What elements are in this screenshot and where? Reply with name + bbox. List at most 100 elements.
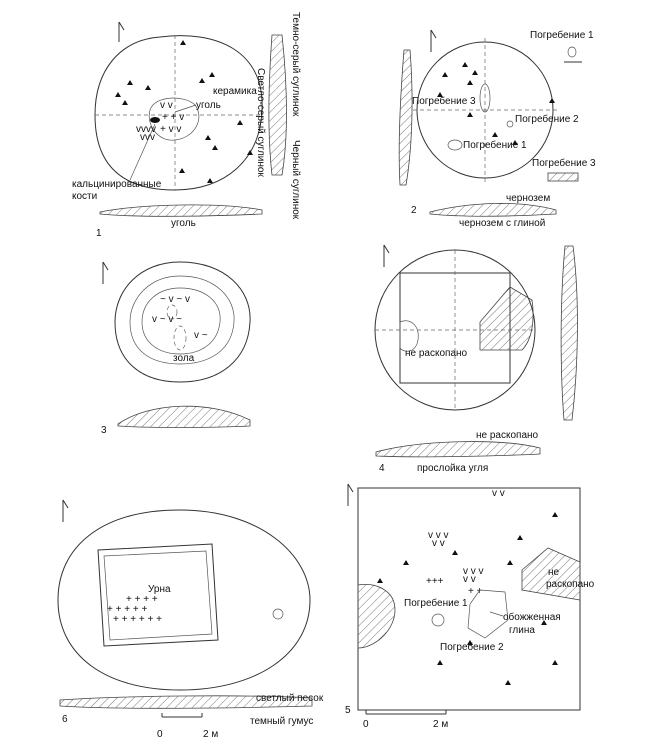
section-4	[375, 441, 541, 458]
figure-2: Погребение 1 Погребение 3 Погребение 2 П…	[398, 29, 596, 229]
bone-marks-2: + + + + + +	[113, 614, 162, 625]
burial-1-pit	[447, 139, 463, 151]
label-burial-1: Погребение 1	[404, 597, 468, 609]
label-dark-gray-loam: Темно-серый суглинок	[290, 12, 301, 117]
label-coal-section: уголь	[171, 218, 196, 229]
pit-outline	[148, 97, 200, 141]
scale-length: 2 м	[203, 729, 218, 740]
ash-marks: v v	[492, 488, 505, 499]
pit-marks: v v	[160, 100, 173, 111]
ceramics-markers	[115, 40, 253, 183]
north-arrow-icon	[102, 261, 109, 284]
unexcavated-right	[521, 547, 581, 601]
north-arrow-icon	[383, 244, 390, 267]
label-not-excavated-2: раскопано	[546, 579, 595, 590]
label-burnt-clay-1: обожженная	[503, 611, 561, 623]
vertical-section-2	[398, 49, 413, 186]
scale-zero: 0	[157, 729, 163, 740]
mound-outline	[114, 261, 251, 383]
north-arrow-icon	[430, 29, 437, 52]
burnt-clay-area	[467, 589, 509, 639]
label-not-excavated-section: не раскопано	[476, 430, 539, 441]
burial-3-section	[547, 172, 579, 182]
label-burial-3-right: Погребение 3	[532, 157, 596, 169]
ceramics-markers	[437, 62, 555, 145]
label-chernozem: чернозем	[506, 193, 550, 204]
label-coal-plan: уголь	[196, 100, 221, 111]
label-calcined-bones-1: кальцинированные	[72, 179, 162, 190]
figure-number-5: 5	[345, 705, 351, 716]
label-dark-humus: темный гумус	[250, 716, 313, 727]
ash-marks-2: v v v	[428, 530, 449, 541]
burial-3-pit	[479, 83, 491, 113]
ash-marks-3: v ~	[194, 330, 208, 341]
figure-3: ~ v ~ v v ~ v ~ v ~ зола 3	[101, 261, 251, 436]
calcined-bones-cluster	[150, 117, 160, 123]
small-pit	[272, 608, 284, 620]
pit-marks-2: + + v	[162, 112, 184, 123]
label-chernozem-clay: чернозем с глиной	[459, 218, 545, 229]
scale-bar: 0 2 м	[363, 710, 448, 730]
label-ash: зола	[173, 353, 195, 364]
mound-outline	[57, 509, 311, 691]
unexcavated-left	[399, 320, 419, 352]
ash-marks-4: v v v	[463, 566, 484, 577]
burial-1-detail	[567, 46, 577, 58]
scale-bar: 0 2 м	[157, 713, 218, 740]
label-not-excavated-plan: не раскопано	[405, 348, 468, 359]
ash-marks-5: v v	[463, 574, 476, 585]
label-urn: Урна	[148, 584, 171, 595]
label-ceramics: керамика	[213, 86, 257, 97]
label-burial-3: Погребение 3	[412, 95, 476, 107]
label-burnt-clay-2: глина	[509, 625, 535, 636]
north-arrow-icon	[118, 21, 125, 42]
label-burial-1-top: Погребение 1	[530, 29, 594, 41]
inner-pit	[166, 304, 178, 320]
bone-marks: +++	[426, 576, 444, 587]
bone-marks-3: + + + +	[126, 594, 158, 605]
vertical-section-1	[268, 34, 287, 176]
label-light-gray-loam: Светло-серый суглинок	[255, 68, 266, 177]
excavation-frame-inner	[103, 550, 213, 641]
label-light-sand: светлый песок	[256, 693, 324, 704]
ceramics-markers	[377, 512, 558, 685]
label-black-loam: Черный суглинок	[290, 140, 301, 220]
ash-marks: vvvv	[136, 124, 156, 135]
section-1	[99, 204, 263, 217]
label-coal-layer: прослойка угля	[417, 463, 488, 474]
burial-2-pit	[506, 120, 514, 128]
figure-5: не раскопано v v v v v v v v v v v v +++…	[345, 483, 595, 730]
bone-marks-2: + +	[468, 586, 483, 597]
scale-length: 2 м	[433, 719, 448, 730]
section-3	[117, 405, 251, 428]
section-2	[429, 203, 557, 217]
label-burial-2: Погребение 2	[440, 641, 504, 653]
ash-marks-2: vvv	[140, 132, 155, 143]
label-not-excavated-1: не	[548, 567, 560, 578]
vertical-section-4	[560, 245, 578, 421]
figure-number-6: 6	[62, 714, 68, 725]
scale-zero: 0	[363, 719, 369, 730]
pit-marks-3: + v v	[160, 124, 181, 135]
figure-6: + + + + + + + + + + + + + + + Урна светл…	[57, 499, 324, 740]
label-burial-1-mid: Погребение 1	[463, 139, 527, 151]
burial-1-pit	[431, 613, 445, 627]
figure-1: vvvv vvv v v + + v + v v керамика уголь …	[72, 12, 301, 239]
unexcavated-right	[479, 286, 534, 351]
label-burial-2: Погребение 2	[515, 113, 579, 125]
figure-4: не раскопано не раскопано прослойка угля…	[374, 244, 578, 474]
section-6	[59, 695, 313, 709]
ash-marks: ~ v ~ v	[160, 294, 190, 305]
figure-number-4: 4	[379, 463, 385, 474]
bone-marks: + + + + +	[107, 604, 147, 615]
north-arrow-icon	[347, 483, 354, 506]
ditch-inner	[129, 275, 235, 365]
central-pit	[173, 325, 187, 351]
mound-outline	[94, 35, 263, 191]
figure-number-3: 3	[101, 425, 107, 436]
ash-marks-3: v v	[432, 538, 445, 549]
label-calcined-bones-2: кости	[72, 191, 97, 202]
figure-number-1: 1	[96, 228, 102, 239]
unexcavated-left	[357, 583, 396, 649]
